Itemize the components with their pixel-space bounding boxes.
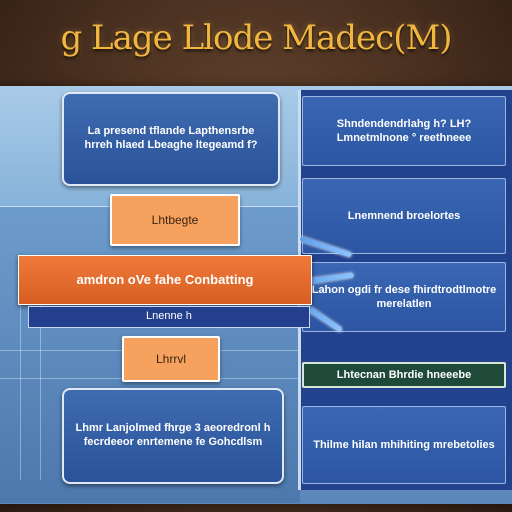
lower-label-text: Lhrrvl xyxy=(155,351,186,366)
right-box-4-text: Lhtecnan Bhrdie hneeebe xyxy=(336,368,472,381)
right-box-5: Thilme hilan mhihiting mrebetolies xyxy=(302,406,506,484)
wide-orange-bar-text: amdron oVe fahe Conbatting xyxy=(76,271,254,287)
grid-line xyxy=(20,300,21,480)
bottom-left-box-text: Lhmr Lanjolmed fhrge 3 aeoredronl h fecr… xyxy=(75,422,271,448)
right-box-1: Shndendendrlahg h? LH? Lmnetmlnone ° ree… xyxy=(302,96,506,166)
grid-line xyxy=(40,300,41,480)
bottom-left-box: Lhmr Lanjolmed fhrge 3 aeoredronl h fecr… xyxy=(62,388,284,484)
upper-label-text: Lhtbegte xyxy=(151,212,199,227)
navy-strip: Lnenne h xyxy=(28,306,310,328)
top-left-box: La presend tflande Lapthensrbe hrreh hla… xyxy=(62,92,280,186)
right-box-3: Lahon ogdi fr dese fhirdtrodtlmotre mere… xyxy=(302,262,506,332)
right-box-1-text: Shndendendrlahg h? LH? Lmnetmlnone ° ree… xyxy=(336,117,472,144)
navy-strip-text: Lnenne h xyxy=(146,310,192,323)
right-box-5-text: Thilme hilan mhihiting mrebetolies xyxy=(313,438,495,451)
right-box-4: Lhtecnan Bhrdie hneeebe xyxy=(302,362,506,388)
page-title: g Lage Llode Madec(M) xyxy=(60,18,452,58)
wide-orange-bar: amdron oVe fahe Conbatting xyxy=(18,255,312,305)
right-box-3-text: Lahon ogdi fr dese fhirdtrodtlmotre mere… xyxy=(311,283,497,310)
lower-label-box: Lhrrvl xyxy=(122,336,220,382)
top-left-box-text: La presend tflande Lapthensrbe hrreh hla… xyxy=(84,125,258,151)
right-box-2: Lnemnend broelortes xyxy=(302,178,506,254)
right-box-2-text: Lnemnend broelortes xyxy=(347,209,461,222)
upper-label-box: Lhtbegte xyxy=(110,194,240,246)
